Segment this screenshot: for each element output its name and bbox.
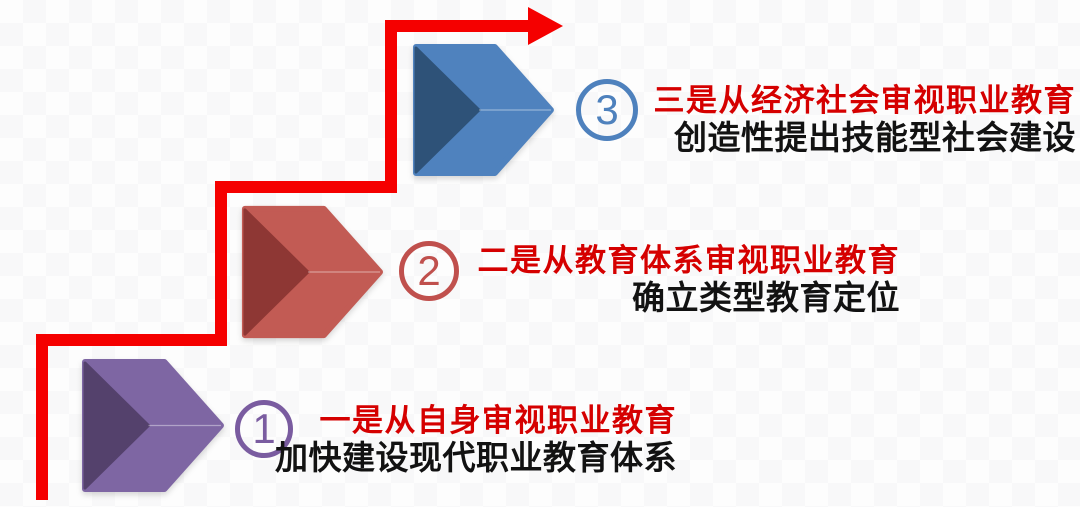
step-2-subtitle: 确立类型教育定位 [632,279,900,316]
step-2-number-badge: 2 [399,241,459,301]
step-1-number-badge: 1 [235,400,293,458]
step-3-subtitle: 创造性提出技能型社会建设 [674,119,1076,156]
step-3-text: 三是从经济社会审视职业教育 创造性提出技能型社会建设 [654,83,1077,156]
step-1-title: 一是从自身审视职业教育 [319,403,677,438]
step-2-text: 二是从教育体系审视职业教育 确立类型教育定位 [478,243,901,316]
chevron-3d-icon-blue [413,43,554,177]
chevron-3d-icon-purple [82,358,224,493]
chevron-3d-icon-red [241,205,383,339]
step-1-number: 1 [252,405,276,452]
step-1-subtitle: 加快建设现代职业教育体系 [275,439,677,476]
step-3-title: 三是从经济社会审视职业教育 [653,83,1076,118]
step-1-text: 一是从自身审视职业教育 加快建设现代职业教育体系 [275,403,677,476]
step-3-number-badge: 3 [576,79,638,141]
step-3-number: 3 [595,86,619,133]
step-2-title: 二是从教育体系审视职业教育 [477,243,900,278]
arrow-head-icon [528,7,563,45]
step-2-number: 2 [417,247,441,294]
